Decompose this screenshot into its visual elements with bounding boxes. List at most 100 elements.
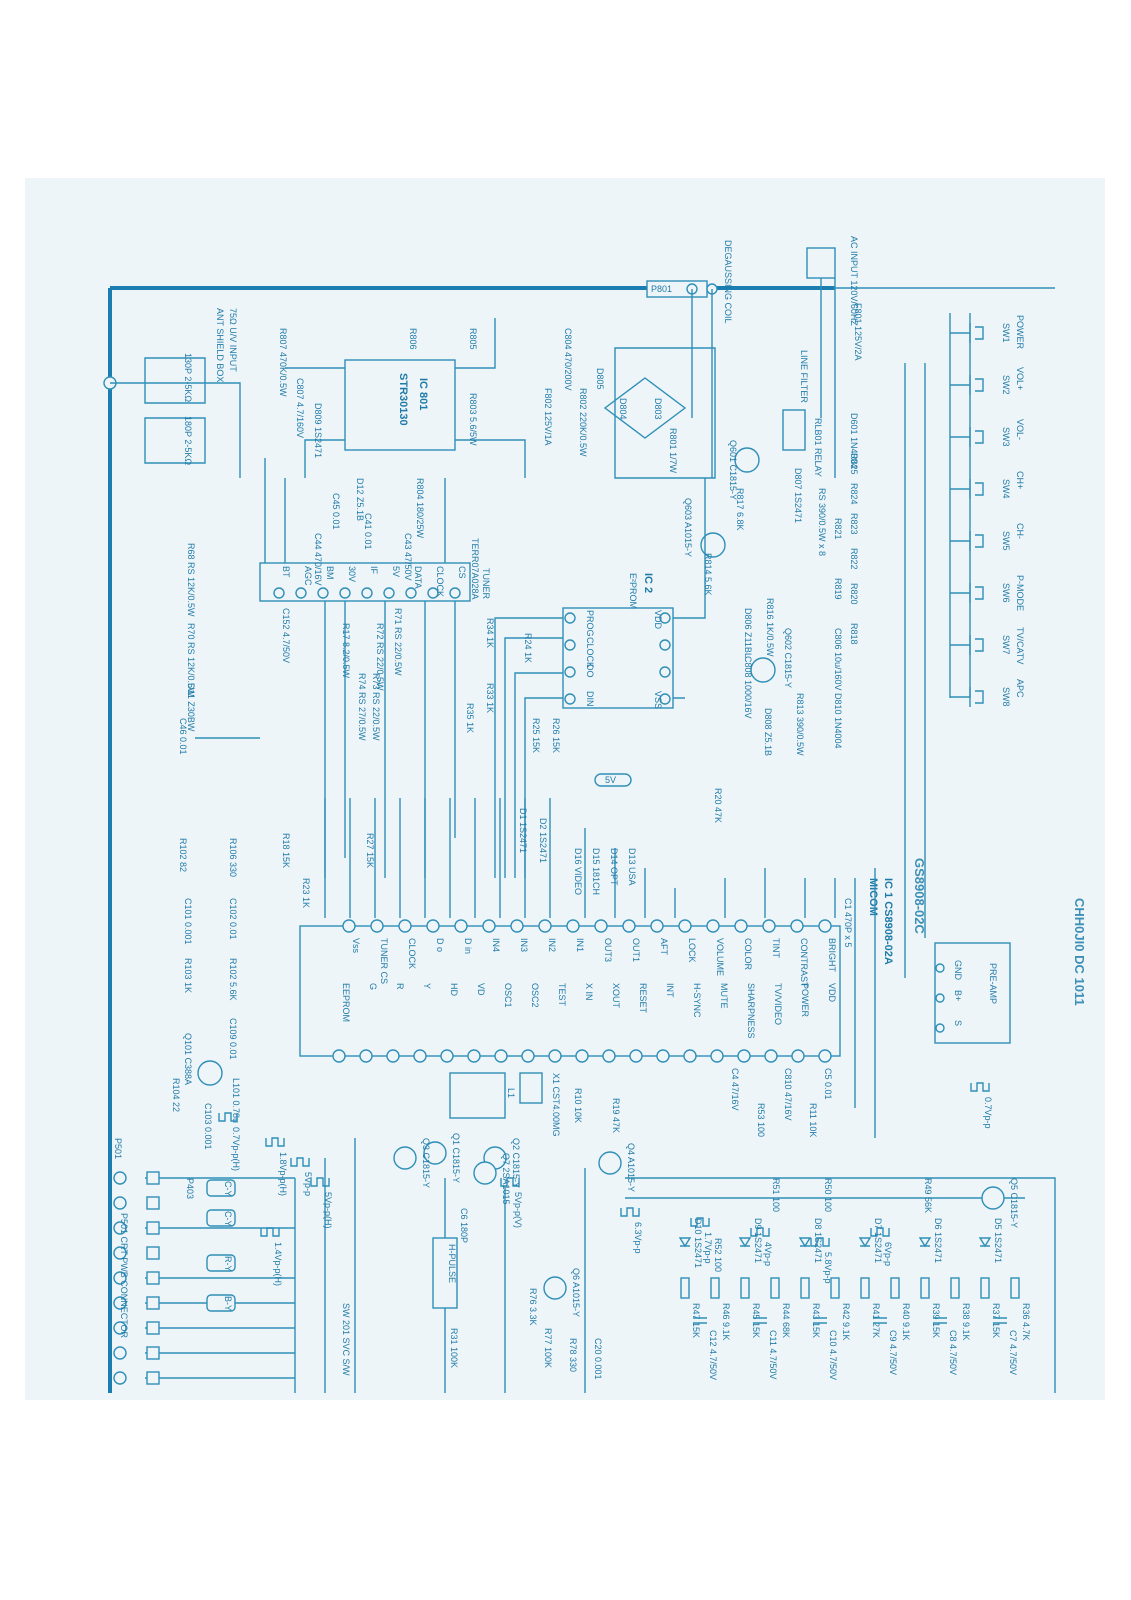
osd-signal-label: B-Y — [223, 1296, 233, 1311]
transistor-label: Q4 A1015-Y — [626, 1143, 636, 1192]
switch-sw5-symbol — [950, 531, 984, 551]
resistor — [710, 1277, 720, 1299]
p501-label: P501 — [113, 1138, 123, 1159]
micom-option-diode: D16 VIDEO — [573, 848, 583, 895]
tuner-wires — [195, 458, 456, 878]
diode — [858, 1237, 872, 1248]
d12-label: D12 Z5.1B — [355, 478, 365, 521]
ic2-part: E²PROM — [628, 573, 638, 609]
eeprom-pin-right — [659, 693, 671, 705]
micom-option-diode: D14 OPT — [609, 848, 619, 886]
micom-top-pin-label: D in — [463, 938, 473, 954]
diode-label: D5 1S2471 — [993, 1218, 1003, 1263]
r51-label: R51 100 — [771, 1178, 781, 1212]
r104-label: R104 22 — [171, 1078, 181, 1112]
micom-top-pin — [398, 919, 412, 933]
ic801-label: IC 801 — [417, 378, 429, 410]
micom-top-pin-label: VOLUME — [715, 938, 725, 976]
pulse-label: 1.4Vp-p(H) — [273, 1242, 283, 1286]
resistor — [920, 1277, 930, 1299]
pulse-label: 6.3Vp-p — [633, 1222, 643, 1254]
p501-pin — [113, 1371, 127, 1385]
r819-label: R819 — [833, 578, 843, 600]
resistor-label: R38 9.1K — [961, 1303, 971, 1341]
r74-label: R74 RS 27/0.5W — [357, 673, 367, 741]
p403-pin — [146, 1271, 160, 1285]
r27-label: R27 15K — [365, 833, 375, 868]
resistor — [860, 1277, 870, 1299]
micom-bottom-pin-label: G — [368, 983, 378, 990]
pulse-label: 6Vp-p — [883, 1242, 893, 1266]
waveform — [870, 1227, 890, 1237]
r76-label: R76 3.3K — [528, 1288, 538, 1326]
diode — [678, 1237, 692, 1248]
r35-label: R35 1K — [465, 703, 475, 733]
d601-label: D601 1N4004 — [849, 413, 859, 469]
micom-bottom-pin — [413, 1049, 427, 1063]
osd-signal-label: C-Y — [223, 1211, 233, 1227]
resistor-label: R37 15K — [991, 1303, 1001, 1338]
l1-box — [449, 1072, 506, 1119]
eeprom-pin-left — [564, 612, 576, 624]
micom-bottom-pin-label: X IN — [584, 983, 594, 1001]
r822-label: R822 — [849, 548, 859, 570]
micom-top-pin — [538, 919, 552, 933]
eeprom-wires — [494, 478, 706, 878]
preamp-pin — [935, 993, 945, 1003]
preamp-pin — [935, 1023, 945, 1033]
c102-label: C102 0.01 — [228, 898, 238, 940]
diode-label: D6 1S2471 — [933, 1218, 943, 1263]
diode-label: D9 1S2471 — [753, 1218, 763, 1263]
switch-sw4-symbol — [950, 479, 984, 499]
ic801-box — [344, 359, 456, 451]
tuner-pin — [427, 587, 439, 599]
r821-label: R821 — [833, 518, 843, 540]
osd-signal-label: C-Y — [223, 1181, 233, 1197]
c1-label: C1 470P x 5 — [843, 898, 853, 947]
micom-bottom-pin-label: RESET — [638, 983, 648, 1014]
waveform — [690, 1217, 710, 1227]
micom-top-pin — [678, 919, 692, 933]
micom-bottom-pin-label: OSC1 — [503, 983, 513, 1008]
p403-pin — [146, 1221, 160, 1235]
switch-sw1-symbol — [950, 323, 984, 343]
tuner-pin — [273, 587, 285, 599]
preamp-box — [934, 942, 1011, 1044]
switch-bus — [904, 313, 971, 978]
waveform — [500, 1177, 520, 1187]
r73-label: R73 RS 22/0.5W — [371, 673, 381, 741]
capacitor — [993, 1317, 1007, 1324]
osd-section: C-YC-YR-YB-Y P501 P403 P501 CRT PWB CONN… — [113, 1082, 1056, 1393]
p501-pin — [113, 1196, 127, 1210]
p501-pin — [113, 1346, 127, 1360]
p403-label: P403 — [185, 1178, 195, 1199]
switch-sw7-id: SW7 — [1001, 635, 1011, 655]
pulse-label: 5Vp-p(H) — [323, 1192, 333, 1229]
five-volt-tag — [594, 773, 632, 787]
micom-top-pin-label: IN4 — [491, 938, 501, 952]
transistor — [473, 1161, 497, 1185]
switch-sw4-label: CH+ — [1015, 471, 1025, 489]
micom-bus — [324, 798, 876, 1138]
pulse-label: 5Vp-p(V) — [513, 1192, 523, 1228]
eeprom-pin-left-label: DO — [585, 664, 595, 678]
l1-label: L1 — [506, 1088, 516, 1098]
c804-label: C804 470/200V — [563, 328, 573, 391]
tuner-pin-label: 30V — [347, 566, 357, 582]
r71-label: R71 RS 22/0.5W — [393, 608, 403, 676]
resistor — [980, 1277, 990, 1299]
tuner-pin-label: BM — [325, 566, 335, 580]
sw201-label: SW 201 SVC S/W — [341, 1303, 351, 1376]
r805-label: R805 — [468, 328, 478, 350]
pulse-label: 1.7Vp-p — [703, 1232, 713, 1264]
ic1-sub: MICOM — [867, 878, 879, 916]
switch-sw1-label: POWER — [1015, 315, 1025, 350]
pulse-label: 1.8Vp-p(H) — [278, 1152, 288, 1196]
switch-column: POWERSW1VOL+SW2VOL-SW3CH+SW4CH-SW5P-MODE… — [904, 313, 1025, 978]
schematic-sheet: AC INPUT 120V/60HZ DEGAUSSING COIL P801 … — [25, 178, 1105, 1400]
r26-label: R26 15K — [551, 718, 561, 753]
micom-bottom-pin — [710, 1049, 724, 1063]
r72-label: R72 RS 22/0.5W — [375, 623, 385, 691]
micom-top-pin-label: CLOCK — [407, 938, 417, 969]
five-volt-label: 5V — [605, 775, 616, 785]
